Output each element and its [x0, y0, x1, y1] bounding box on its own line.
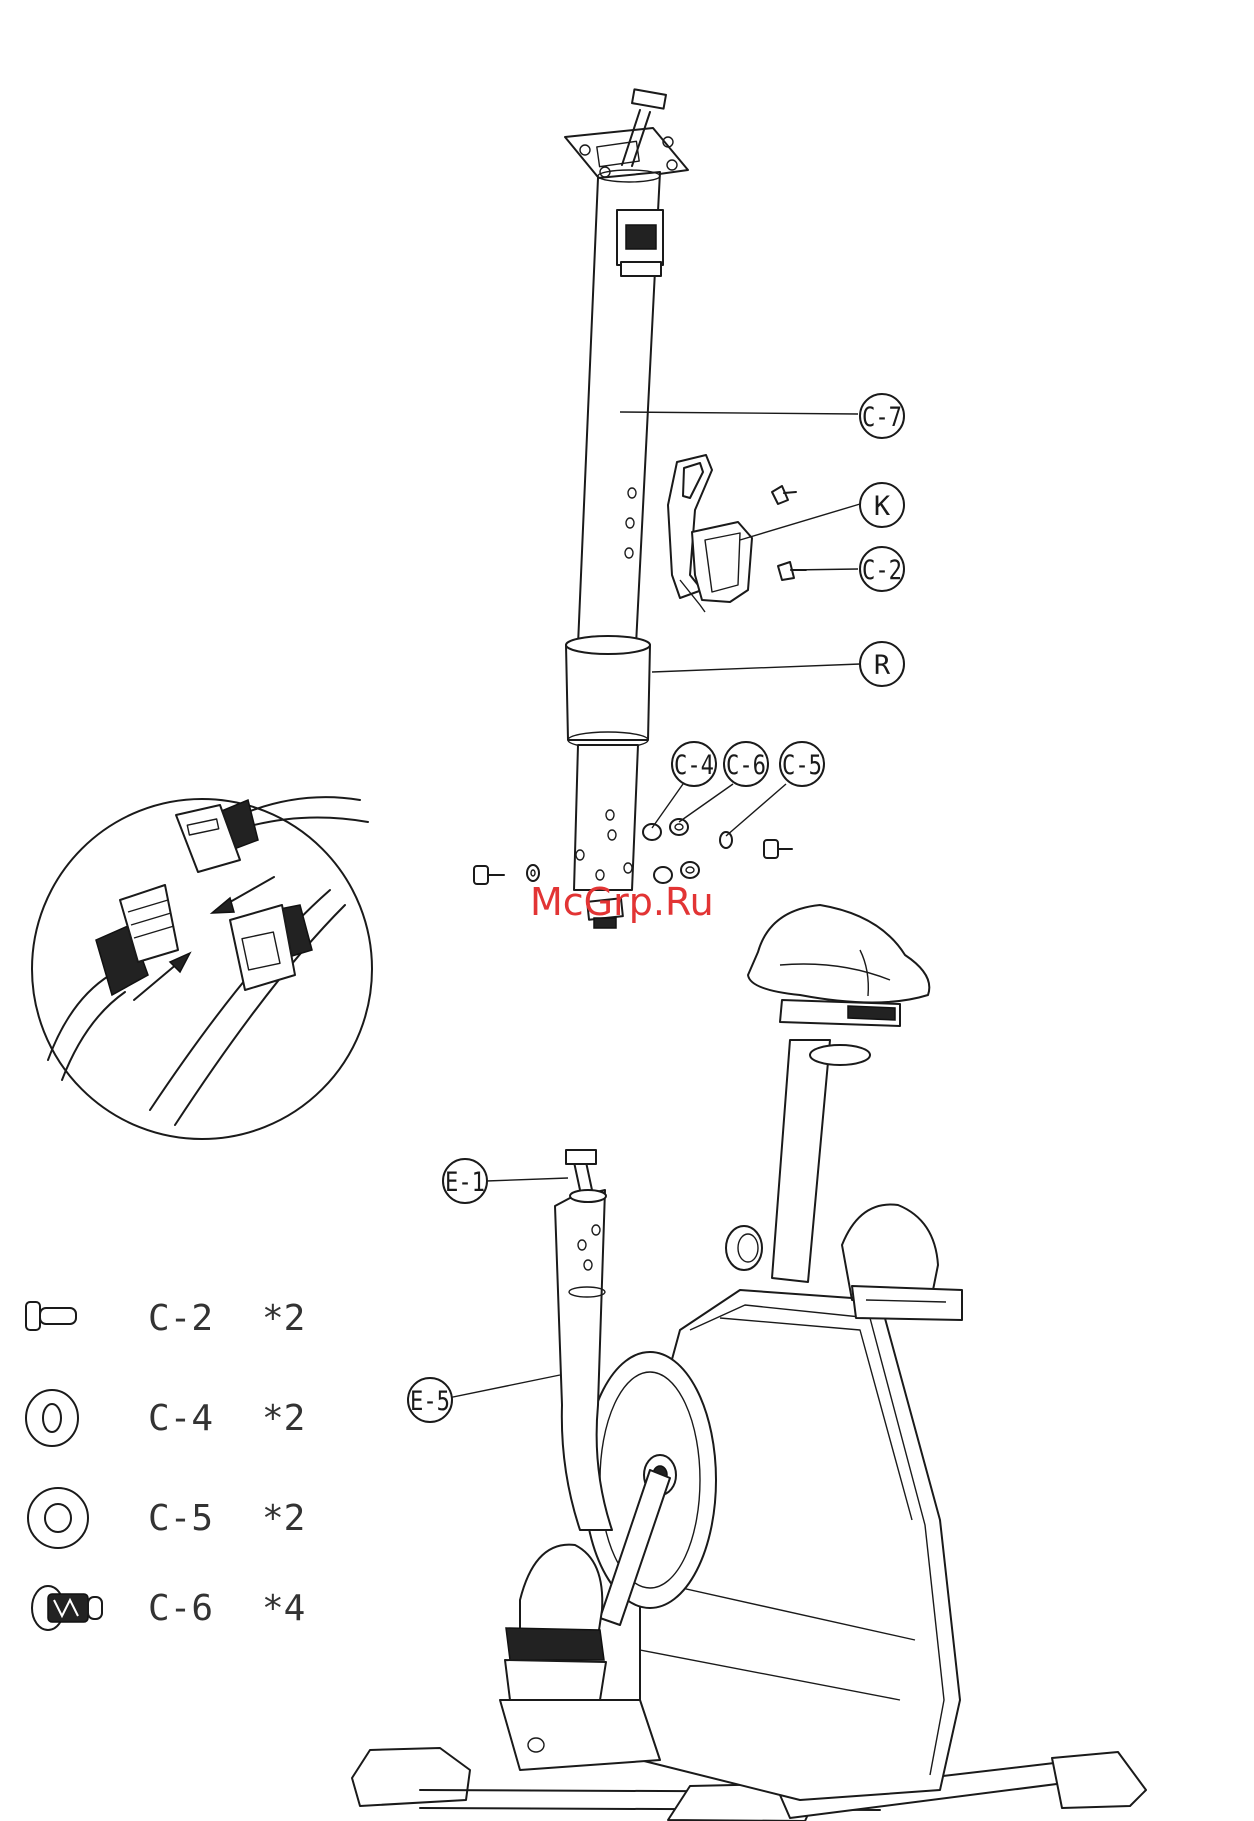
callout-k: K — [860, 483, 904, 527]
callout-e1: E-1 — [443, 1159, 487, 1203]
svg-text:E-5: E-5 — [410, 1386, 450, 1417]
callout-c2: C-2 — [860, 547, 904, 591]
callout-c4: C-4 — [672, 742, 716, 786]
svg-text:R: R — [874, 650, 891, 681]
legend-qty-c6: *4 — [262, 1588, 305, 1629]
legend-qty-c2: *2 — [262, 1298, 305, 1339]
svg-text:C-4: C-4 — [674, 750, 714, 781]
legend-part-c5: C-5 — [148, 1498, 213, 1539]
callout-r: R — [860, 642, 904, 686]
washer-c4-icon — [26, 1390, 78, 1446]
callout-c6: C-6 — [724, 742, 768, 786]
legend-part-c2: C-2 — [148, 1298, 213, 1339]
svg-text:E-1: E-1 — [445, 1167, 485, 1198]
exercise-bike — [352, 905, 1146, 1821]
svg-text:K: K — [874, 491, 891, 522]
washer-c5-icon — [28, 1488, 88, 1548]
legend-qty-c4: *2 — [262, 1398, 305, 1439]
parts-legend: C-2 *2 C-4 *2 C-5 *2 C-6 *4 — [26, 1298, 305, 1630]
svg-text:C-7: C-7 — [862, 402, 902, 433]
svg-text:C-5: C-5 — [782, 750, 822, 781]
bolt-c2-icon — [26, 1302, 76, 1330]
svg-text:C-6: C-6 — [726, 750, 766, 781]
watermark: McGrp.Ru — [530, 880, 714, 924]
bolts-c2 — [772, 486, 806, 580]
connector-detail — [32, 797, 372, 1139]
svg-text:C-2: C-2 — [862, 555, 902, 586]
handle-bracket — [668, 455, 752, 612]
legend-part-c6: C-6 — [148, 1588, 213, 1629]
legend-qty-c5: *2 — [262, 1498, 305, 1539]
callout-c7: C-7 — [860, 394, 904, 438]
callout-c5: C-5 — [780, 742, 824, 786]
legend-part-c4: C-4 — [148, 1398, 213, 1439]
screw-c6-icon — [32, 1586, 102, 1630]
callout-e5: E-5 — [408, 1378, 452, 1422]
